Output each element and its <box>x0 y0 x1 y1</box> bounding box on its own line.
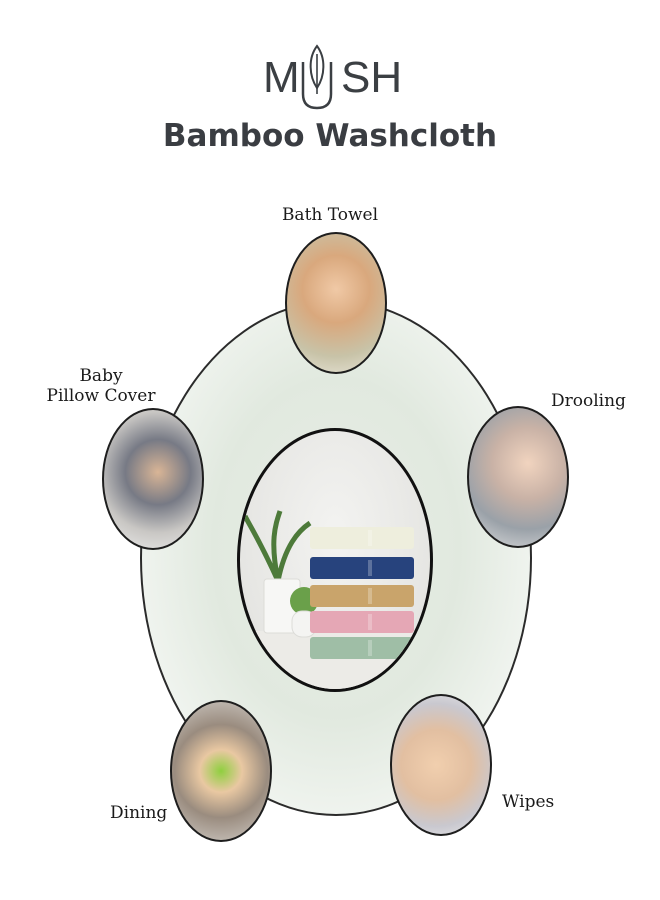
towel-cream <box>310 527 414 549</box>
label-drooling: Drooling <box>551 391 626 411</box>
label-bath-towel: Bath Towel <box>281 205 379 225</box>
photo-baby-pillow-cover <box>102 408 204 550</box>
brand-letters-sh: SH <box>341 53 402 102</box>
photo-wipes <box>390 694 492 836</box>
label-baby-pillow-cover: Baby Pillow Cover <box>46 366 156 406</box>
towel-navy <box>310 557 414 579</box>
photo-bath-towel <box>285 232 387 374</box>
towel-pink <box>310 611 414 633</box>
page-title: Bamboo Washcloth <box>162 118 498 154</box>
label-dining: Dining <box>110 803 168 823</box>
brand-logo: M SH <box>255 32 405 112</box>
photo-drooling <box>467 406 569 548</box>
towel-tan <box>310 585 414 607</box>
brand-u-shape <box>301 62 333 110</box>
label-wipes: Wipes <box>502 792 555 812</box>
towel-sage <box>310 637 414 659</box>
photo-dining <box>170 700 272 842</box>
product-image <box>237 428 433 692</box>
brand-letter-m: M <box>263 53 300 102</box>
